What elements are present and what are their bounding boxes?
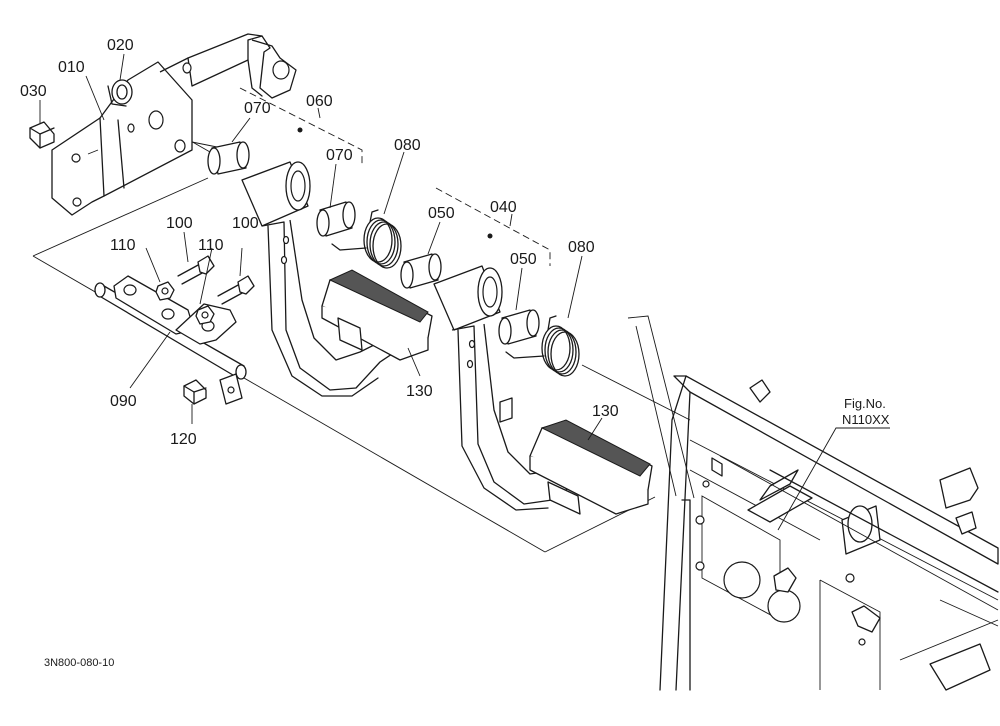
drawing-code: 3N800-080-10 bbox=[44, 657, 114, 669]
label-130-right: 130 bbox=[592, 403, 619, 420]
label-110-right: 110 bbox=[198, 237, 224, 254]
fig-number: N110XX bbox=[842, 412, 890, 427]
bushing-right-inner bbox=[498, 309, 540, 345]
figure-reference: Fig.No. N110XX bbox=[842, 396, 890, 427]
label-110-left: 110 bbox=[110, 237, 136, 254]
label-130-left: 130 bbox=[406, 383, 433, 400]
label-090: 090 bbox=[110, 393, 137, 410]
bracket-plate bbox=[51, 33, 297, 216]
pedal-pad-right bbox=[529, 419, 653, 515]
leader-lines bbox=[39, 53, 890, 531]
pedal-pad-left bbox=[321, 269, 433, 361]
bushing-left-inner bbox=[316, 201, 356, 237]
snap-clip bbox=[107, 79, 133, 107]
hex-nut-110-right bbox=[195, 305, 215, 325]
label-080-right: 080 bbox=[568, 239, 595, 256]
label-080-left: 080 bbox=[394, 137, 421, 154]
pedal-arm-right bbox=[433, 233, 607, 511]
label-100-left: 100 bbox=[166, 215, 193, 232]
label-100-right: 100 bbox=[232, 215, 259, 232]
label-020: 020 bbox=[107, 37, 134, 54]
hex-bolt-100-right bbox=[217, 275, 255, 305]
torsion-spring-left bbox=[331, 209, 402, 269]
hex-nut-110-left bbox=[155, 281, 175, 301]
hex-bolt-100-left bbox=[177, 255, 215, 285]
label-050-lower: 050 bbox=[510, 251, 537, 268]
label-060: 060 bbox=[306, 93, 333, 110]
bushing-left-outer bbox=[207, 141, 250, 175]
label-040: 040 bbox=[490, 199, 517, 216]
hex-bolt-120 bbox=[183, 379, 207, 405]
hex-bolt-030 bbox=[29, 121, 55, 149]
label-070-lower: 070 bbox=[326, 147, 353, 164]
bushing-right-outer bbox=[400, 253, 442, 289]
torsion-spring-right bbox=[505, 315, 580, 377]
label-050-upper: 050 bbox=[428, 205, 455, 222]
label-030: 030 bbox=[20, 83, 47, 100]
fig-label: Fig.No. bbox=[844, 396, 886, 411]
label-120: 120 bbox=[170, 431, 197, 448]
tractor-frame-reference bbox=[627, 315, 999, 691]
label-010: 010 bbox=[58, 59, 85, 76]
label-070-upper: 070 bbox=[244, 100, 271, 117]
part-labels: 020 010 030 060 070 070 080 040 050 050 … bbox=[20, 37, 619, 448]
